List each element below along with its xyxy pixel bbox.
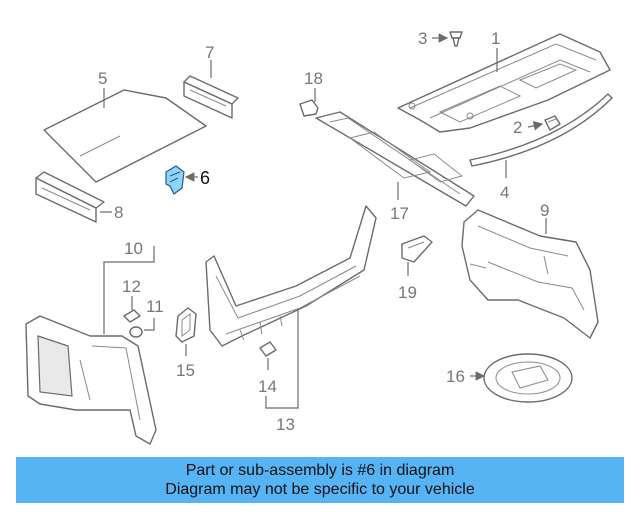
callout-2: 2: [513, 118, 522, 137]
callout-18: 18: [304, 69, 323, 88]
part-15-tie-down[interactable]: [175, 307, 197, 343]
part-13-sill-trim[interactable]: [205, 205, 377, 347]
part-14-clip[interactable]: [259, 341, 277, 357]
banner-line-2: Diagram may not be specific to your vehi…: [165, 481, 475, 498]
callout-8: 8: [114, 203, 123, 222]
part-11-plug[interactable]: [129, 326, 143, 338]
callout-6: 6: [200, 168, 210, 188]
leader-11: [144, 318, 155, 331]
callout-14: 14: [258, 377, 277, 396]
part-12-clip[interactable]: [123, 309, 141, 323]
callout-3: 3: [418, 29, 427, 48]
callout-19: 19: [398, 283, 417, 302]
callout-9: 9: [540, 201, 549, 220]
callout-11: 11: [146, 297, 164, 316]
banner-line-1: Part or sub-assembly is #6 in diagram: [185, 462, 455, 479]
leader-10: [103, 246, 155, 334]
part-6-bracket-highlighted[interactable]: [165, 165, 185, 195]
part-4-trim-strip[interactable]: [469, 93, 613, 167]
parts-diagram: 1 3 2 4 5 7 6 8: [25, 29, 613, 445]
part-9-right-trim-panel[interactable]: [461, 209, 599, 339]
part-7-block[interactable]: [183, 75, 239, 119]
info-banner: Part or sub-assembly is #6 in diagram Di…: [16, 457, 624, 503]
leader-13: [265, 310, 299, 409]
part-16-tire-cover[interactable]: [483, 353, 573, 403]
part-3-push-clip[interactable]: [449, 31, 463, 47]
callout-1: 1: [491, 29, 500, 48]
part-1-parcel-shelf[interactable]: [397, 33, 611, 133]
callout-10: 10: [124, 239, 143, 258]
callout-16: 16: [446, 367, 465, 386]
callout-17: 17: [390, 204, 409, 223]
callout-13: 13: [276, 415, 295, 434]
callout-7: 7: [205, 43, 214, 62]
part-18-clip[interactable]: [299, 99, 319, 117]
part-10-left-trim-panel[interactable]: [25, 315, 157, 445]
callout-5: 5: [98, 69, 107, 88]
callout-12: 12: [122, 277, 141, 296]
callout-4: 4: [500, 183, 509, 202]
part-8-block[interactable]: [35, 171, 105, 223]
part-5-trunk-mat[interactable]: [43, 89, 207, 183]
callout-15: 15: [176, 361, 195, 380]
part-19-bracket[interactable]: [401, 235, 433, 263]
leader-2: [527, 121, 544, 131]
part-2-clip[interactable]: [544, 115, 561, 131]
part-17-rear-trim[interactable]: [315, 111, 475, 207]
